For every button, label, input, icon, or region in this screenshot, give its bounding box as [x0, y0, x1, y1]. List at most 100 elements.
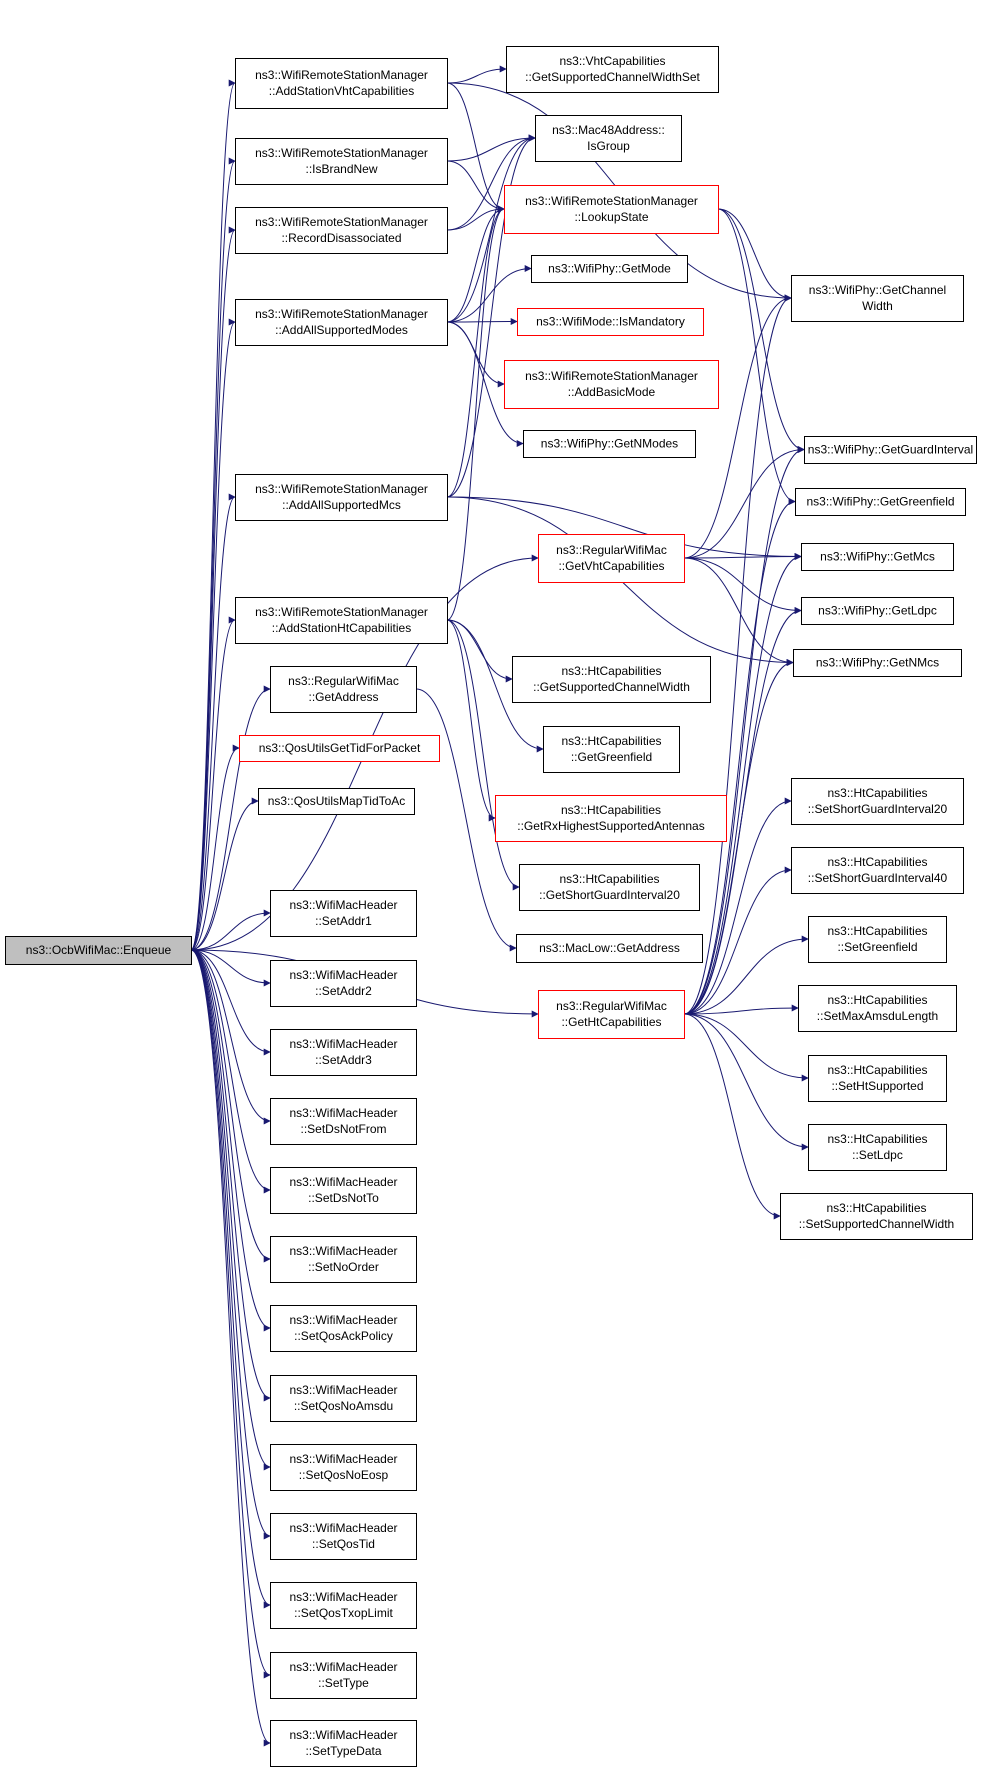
node-ht-get-greenfield[interactable]: ns3::HtCapabilities::GetGreenfield: [543, 726, 680, 773]
node-get-ht-caps[interactable]: ns3::RegularWifiMac::GetHtCapabilities: [538, 990, 685, 1039]
node-vht-get-ch-width-set[interactable]: ns3::VhtCapabilities::GetSupportedChanne…: [506, 46, 719, 93]
node-set-qos-no-amsdu[interactable]: ns3::WifiMacHeader::SetQosNoAmsdu: [270, 1375, 417, 1422]
node-label-line: ns3::WifiMacHeader: [289, 968, 397, 982]
node-phy-get-nmcs[interactable]: ns3::WifiPhy::GetNMcs: [793, 649, 962, 677]
node-box: [808, 916, 947, 963]
node-phy-get-ldpc[interactable]: ns3::WifiPhy::GetLdpc: [801, 597, 954, 625]
node-phy-get-gi[interactable]: ns3::WifiPhy::GetGuardInterval: [804, 436, 977, 464]
edge-get-vht-caps-to-phy-get-mcs: [683, 553, 802, 561]
edge-enqueue-to-set-qos-txop: [190, 949, 271, 1609]
node-set-addr2[interactable]: ns3::WifiMacHeader::SetAddr2: [270, 960, 417, 1007]
edge-get-address-to-mac-low-get-addr: [415, 688, 517, 952]
node-set-ds-not-to[interactable]: ns3::WifiMacHeader::SetDsNotTo: [270, 1167, 417, 1214]
node-label-line: ::SetSupportedChannelWidth: [799, 1217, 954, 1231]
node-add-sta-vht[interactable]: ns3::WifiRemoteStationManager::AddStatio…: [235, 58, 448, 109]
node-phy-get-greenfield[interactable]: ns3::WifiPhy::GetGreenfield: [795, 488, 966, 516]
node-label-line: ns3::WifiMacHeader: [289, 1313, 397, 1327]
node-label-line: ::SetAddr2: [315, 984, 372, 998]
node-set-no-order[interactable]: ns3::WifiMacHeader::SetNoOrder: [270, 1236, 417, 1283]
node-layer: ns3::OcbWifiMac::Enqueue ns3::WifiRemoteS…: [5, 46, 977, 1767]
node-get-address[interactable]: ns3::RegularWifiMac::GetAddress: [270, 666, 417, 713]
node-add-basic-mode[interactable]: ns3::WifiRemoteStationManager::AddBasicM…: [504, 360, 719, 409]
node-box: [791, 778, 964, 825]
edge-enqueue-to-set-qos-ack: [190, 949, 271, 1332]
node-record-disassoc[interactable]: ns3::WifiRemoteStationManager::RecordDis…: [235, 207, 448, 254]
node-set-qos-no-eosp[interactable]: ns3::WifiMacHeader::SetQosNoEosp: [270, 1444, 417, 1491]
node-set-addr3[interactable]: ns3::WifiMacHeader::SetAddr3: [270, 1029, 417, 1076]
node-box: [517, 308, 704, 336]
node-box: [239, 735, 440, 762]
node-set-ds-not-from[interactable]: ns3::WifiMacHeader::SetDsNotFrom: [270, 1098, 417, 1145]
node-ht-set-sgi20[interactable]: ns3::HtCapabilities::SetShortGuardInterv…: [791, 778, 964, 825]
node-set-qos-tid[interactable]: ns3::WifiMacHeader::SetQosTid: [270, 1513, 417, 1560]
node-get-vht-caps[interactable]: ns3::RegularWifiMac::GetVhtCapabilities: [538, 534, 685, 583]
node-qos-map-tid[interactable]: ns3::QosUtilsMapTidToAc: [258, 788, 415, 815]
node-box: [270, 1305, 417, 1352]
edge-get-vht-caps-to-phy-get-gi: [683, 446, 805, 559]
edge-enqueue-to-set-qos-no-amsdu: [190, 949, 271, 1402]
node-label-line: ns3::WifiPhy::GetGreenfield: [806, 495, 954, 509]
node-label-line: ns3::RegularWifiMac: [556, 543, 667, 557]
edge-get-ht-caps-to-phy-get-mcs: [683, 553, 802, 1015]
node-box: [495, 795, 727, 842]
node-is-brand-new[interactable]: ns3::WifiRemoteStationManager::IsBrandNe…: [235, 138, 448, 185]
node-label-line: ns3::WifiRemoteStationManager: [525, 369, 698, 383]
node-phy-get-mode[interactable]: ns3::WifiPhy::GetMode: [531, 255, 688, 283]
node-ht-get-sgi20[interactable]: ns3::HtCapabilities::GetShortGuardInterv…: [519, 864, 700, 911]
node-mac-low-get-addr[interactable]: ns3::MacLow::GetAddress: [516, 934, 703, 963]
node-box: [793, 649, 962, 677]
node-ht-set-max-amsdu[interactable]: ns3::HtCapabilities::SetMaxAmsduLength: [798, 985, 957, 1032]
node-label-line: ::RecordDisassociated: [281, 231, 401, 245]
node-set-addr1[interactable]: ns3::WifiMacHeader::SetAddr1: [270, 890, 417, 937]
node-label-line: ns3::WifiMacHeader: [289, 1037, 397, 1051]
edge-add-all-mcs-to-phy-get-mcs: [446, 496, 802, 560]
node-lookup-state[interactable]: ns3::WifiRemoteStationManager::LookupSta…: [504, 185, 719, 234]
node-add-all-mcs[interactable]: ns3::WifiRemoteStationManager::AddAllSup…: [235, 474, 448, 521]
node-label-line: ns3::HtCapabilities: [827, 786, 927, 800]
node-is-mandatory[interactable]: ns3::WifiMode::IsMandatory: [517, 308, 704, 336]
node-is-group[interactable]: ns3::Mac48Address::IsGroup: [535, 115, 682, 162]
node-label-line: ns3::WifiMode::IsMandatory: [536, 315, 685, 329]
node-box: [519, 864, 700, 911]
node-box: [504, 185, 719, 234]
node-ht-set-greenfield[interactable]: ns3::HtCapabilities::SetGreenfield: [808, 916, 947, 963]
node-phy-get-nmodes[interactable]: ns3::WifiPhy::GetNModes: [523, 430, 696, 458]
node-label-line: ::SetHtSupported: [831, 1079, 923, 1093]
node-label-line: ns3::WifiMacHeader: [289, 1590, 397, 1604]
node-box: [270, 1582, 417, 1629]
node-ht-set-sgi40[interactable]: ns3::HtCapabilities::SetShortGuardInterv…: [791, 847, 964, 894]
edge-is-brand-new-to-is-group: [446, 134, 536, 162]
edge-add-all-modes-to-is-group: [446, 134, 536, 323]
node-label-line: ns3::WifiPhy::GetMode: [548, 262, 671, 276]
node-label-line: ::SetAddr3: [315, 1053, 372, 1067]
node-qos-get-tid[interactable]: ns3::QosUtilsGetTidForPacket: [239, 735, 440, 762]
node-enqueue[interactable]: ns3::OcbWifiMac::Enqueue: [5, 936, 192, 965]
node-set-type[interactable]: ns3::WifiMacHeader::SetType: [270, 1652, 417, 1699]
node-add-sta-ht[interactable]: ns3::WifiRemoteStationManager::AddStatio…: [235, 597, 448, 644]
node-label-line: ns3::WifiPhy::GetMcs: [820, 550, 935, 564]
node-phy-get-mcs[interactable]: ns3::WifiPhy::GetMcs: [801, 543, 954, 571]
node-set-type-data[interactable]: ns3::WifiMacHeader::SetTypeData: [270, 1720, 417, 1767]
node-set-qos-ack[interactable]: ns3::WifiMacHeader::SetQosAckPolicy: [270, 1305, 417, 1352]
node-label-line: ns3::WifiMacHeader: [289, 1521, 397, 1535]
node-label-line: ns3::RegularWifiMac: [288, 674, 399, 688]
edge-get-vht-caps-to-phy-get-ch-width: [683, 294, 792, 559]
node-add-all-modes[interactable]: ns3::WifiRemoteStationManager::AddAllSup…: [235, 299, 448, 346]
node-ht-set-ldpc[interactable]: ns3::HtCapabilities::SetLdpc: [808, 1124, 947, 1171]
edge-add-sta-vht-to-lookup-state: [446, 82, 505, 213]
edge-lookup-state-to-phy-get-greenfield: [717, 208, 796, 505]
node-ht-get-rx-ant[interactable]: ns3::HtCapabilities::GetRxHighestSupport…: [495, 795, 727, 842]
node-label-line: ::SetQosNoEosp: [299, 1468, 389, 1482]
node-ht-set-ht-supported[interactable]: ns3::HtCapabilities::SetHtSupported: [808, 1055, 947, 1102]
edge-enqueue-to-set-qos-tid: [190, 949, 271, 1540]
node-label-line: ns3::WifiMacHeader: [289, 898, 397, 912]
node-box: [235, 58, 448, 109]
node-label-line: ::SetShortGuardInterval40: [808, 871, 948, 885]
node-ht-set-ch-width[interactable]: ns3::HtCapabilities::SetSupportedChannel…: [780, 1193, 973, 1240]
node-ht-get-ch-width[interactable]: ns3::HtCapabilities::GetSupportedChannel…: [512, 656, 711, 703]
edge-add-sta-ht-to-ht-get-rx-ant: [446, 619, 496, 822]
node-set-qos-txop[interactable]: ns3::WifiMacHeader::SetQosTxopLimit: [270, 1582, 417, 1629]
edge-layer: [190, 65, 809, 1747]
